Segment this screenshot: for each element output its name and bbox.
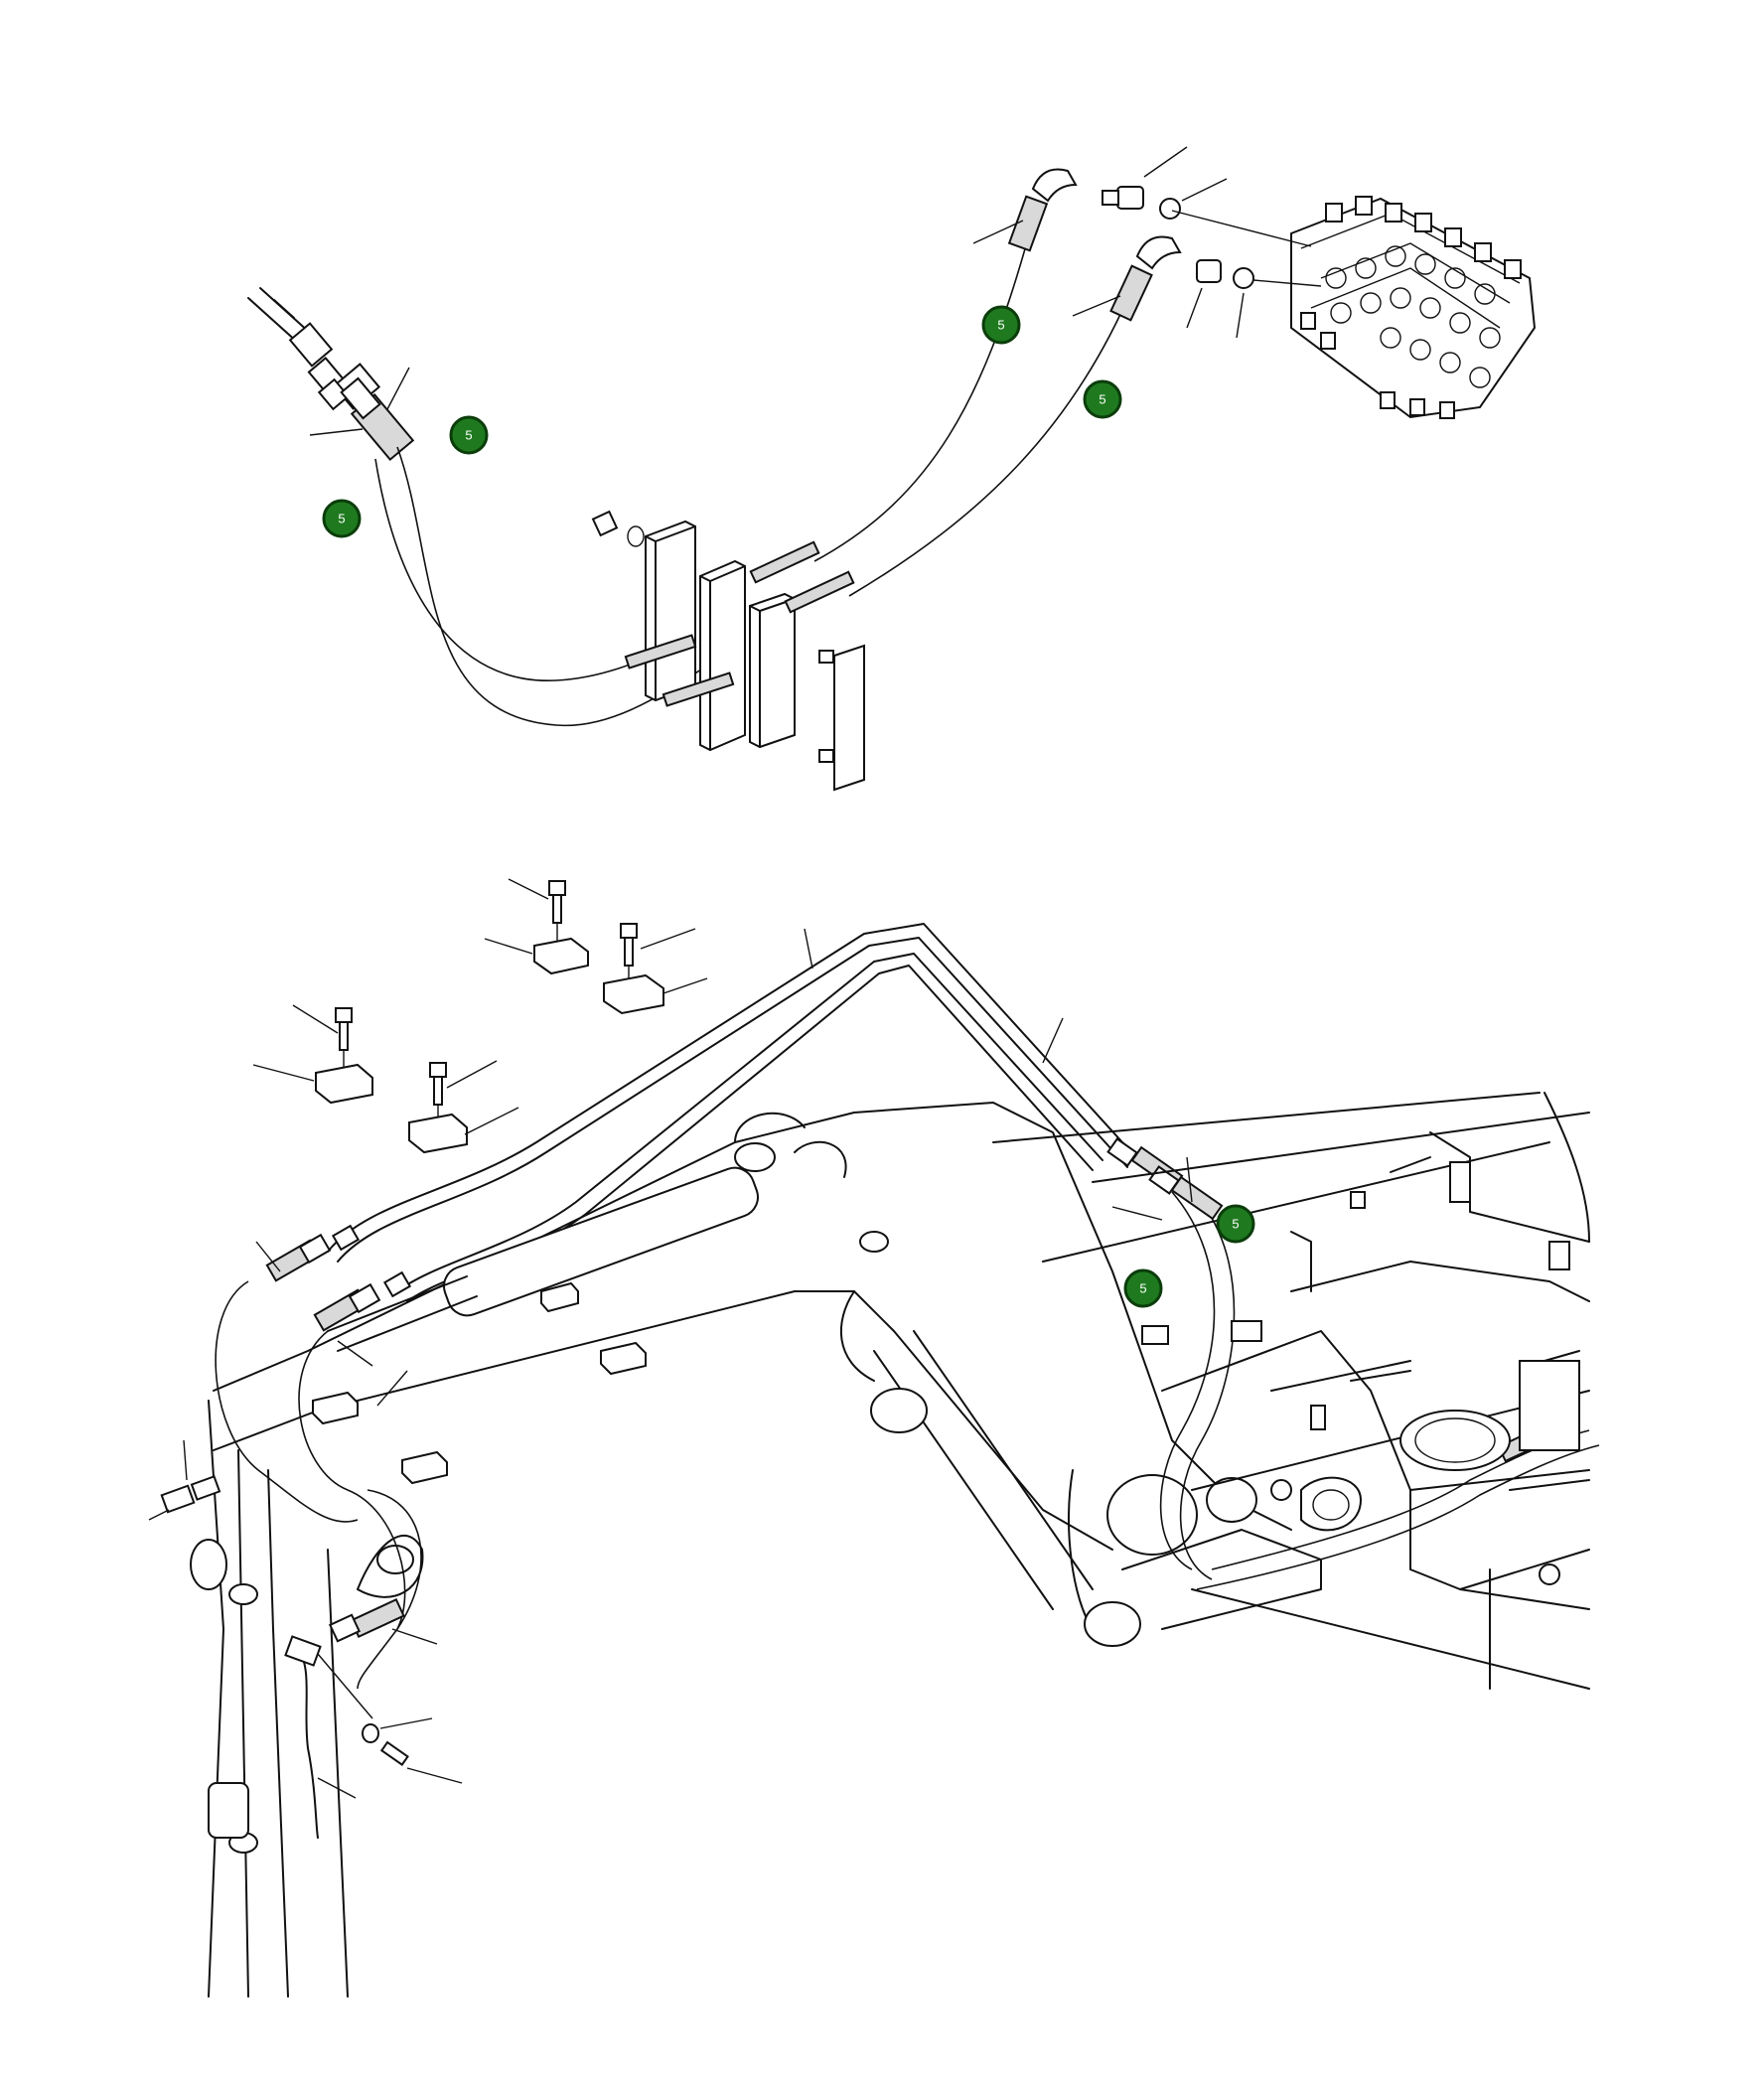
callout-label: 5	[997, 318, 1004, 333]
steel-lines	[327, 923, 1138, 1302]
hose-d	[848, 287, 1133, 597]
left-hose-fittings	[309, 367, 415, 462]
callout-label: 5	[338, 512, 345, 526]
boom-cable-clamps	[312, 1281, 647, 1485]
callout-marker[interactable]: 5	[449, 415, 489, 455]
callout-label: 5	[465, 428, 472, 443]
callout-marker[interactable]: 5	[322, 499, 362, 538]
clamp-kit-2	[603, 923, 708, 1015]
arm	[190, 1400, 424, 1998]
clamp-block-assembly	[591, 510, 865, 792]
arm-hoses	[148, 1224, 463, 1839]
control-valve-bank	[1171, 196, 1537, 419]
top-assembly	[247, 146, 1537, 792]
callout-marker[interactable]: 5	[1083, 379, 1122, 419]
hose-c	[813, 237, 1029, 562]
callout-marker[interactable]: 5	[1123, 1268, 1163, 1308]
callout-label: 5	[1099, 392, 1105, 407]
clamp-kit-1	[484, 878, 589, 975]
upper-right-fittings	[972, 146, 1254, 339]
chassis-frame	[992, 1092, 1590, 1690]
callout-marker[interactable]: 5	[981, 305, 1021, 345]
callout-marker[interactable]: 5	[1216, 1204, 1255, 1244]
clamp-kit-3	[252, 1004, 373, 1105]
callout-label: 5	[1139, 1281, 1146, 1296]
clamp-kit-4	[408, 1060, 519, 1154]
bottom-assembly	[148, 878, 1600, 1998]
callout-label: 5	[1232, 1217, 1239, 1232]
